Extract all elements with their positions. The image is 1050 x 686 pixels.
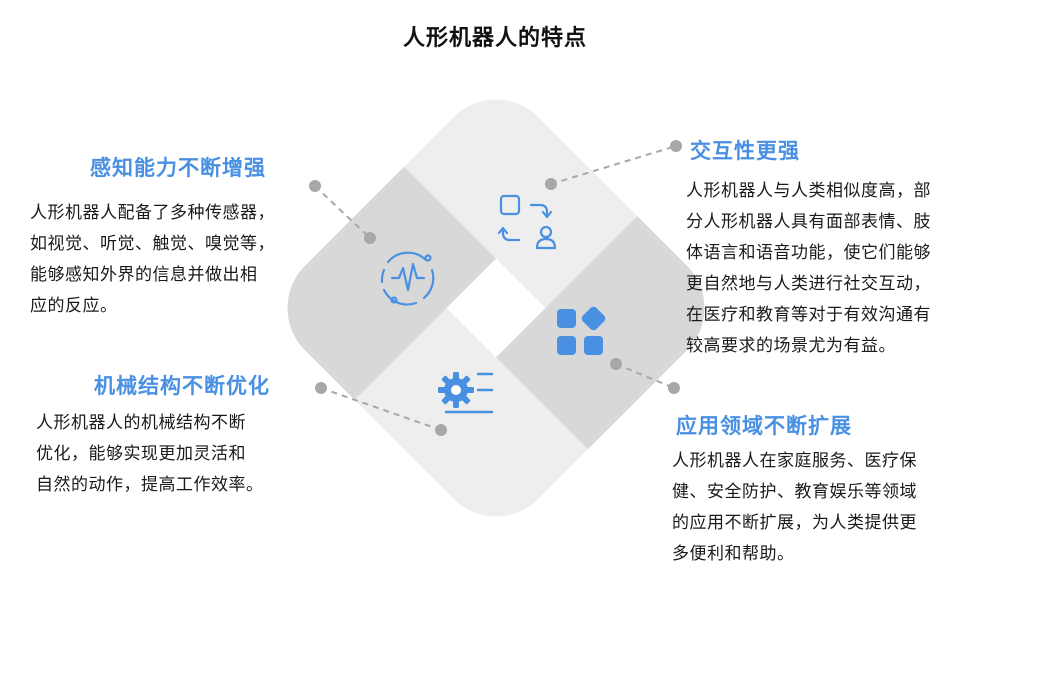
description-line: 的应用不断扩展，为人类提供更: [672, 513, 917, 533]
connector-dot: [670, 140, 682, 152]
connector-lines: [314, 145, 677, 431]
heading-application: 应用领域不断扩展: [676, 414, 852, 438]
description-mechanics: 人形机器人的机械结构不断 优化，能够实现更加灵活和 自然的动作，提高工作效率。: [36, 408, 264, 501]
description-line: 分人形机器人具有面部表情、肢: [686, 212, 931, 232]
tile-mechanics: [354, 308, 588, 542]
heading-mechanics: 机械结构不断优化: [94, 374, 270, 398]
description-line: 如视觉、听觉、触觉、嗅觉等，: [30, 234, 275, 254]
description-line: 在医疗和教育等对于有效沟通有: [686, 305, 931, 325]
interaction-cycle-icon: [497, 194, 557, 250]
description-line: 应的反应。: [30, 296, 118, 316]
connector-dot: [668, 382, 680, 394]
connector-dot: [545, 178, 557, 190]
heading-perception: 感知能力不断增强: [90, 156, 266, 180]
heading-interaction: 交互性更强: [690, 139, 800, 163]
gear-settings-icon: [438, 372, 494, 414]
apps-grid-icon: [557, 306, 606, 355]
connector-dot: [315, 382, 327, 394]
description-perception: 人形机器人配备了多种传感器， 如视觉、听觉、触觉、嗅觉等， 能够感知外界的信息并…: [30, 198, 275, 322]
connector-dots: [309, 140, 682, 436]
connector-dot: [309, 180, 321, 192]
description-line: 人形机器人配备了多种传感器，: [30, 203, 275, 223]
description-line: 健、安全防护、教育娱乐等领域: [672, 482, 917, 502]
connector-dot: [610, 358, 622, 370]
page-title: 人形机器人的特点: [402, 26, 587, 51]
description-line: 较高要求的场景尤为有益。: [686, 336, 896, 356]
connector-dot: [435, 424, 447, 436]
tile-application: [496, 216, 730, 450]
description-line: 多便利和帮助。: [672, 544, 795, 564]
diamond-tiles: [262, 74, 730, 542]
waveform-sensor-icon: [380, 251, 435, 306]
description-line: 优化，能够实现更加灵活和: [36, 444, 246, 464]
connector-dot: [364, 232, 376, 244]
description-line: 更自然地与人类进行社交互动，: [686, 274, 931, 294]
description-interaction: 人形机器人与人类相似度高，部 分人形机器人具有面部表情、肢 体语言和语音功能，使…: [686, 176, 931, 362]
description-application: 人形机器人在家庭服务、医疗保 健、安全防护、教育娱乐等领域 的应用不断扩展，为人…: [672, 446, 917, 570]
description-line: 人形机器人与人类相似度高，部: [686, 181, 931, 201]
connector-perception: [314, 185, 371, 239]
tile-perception: [262, 166, 496, 400]
description-line: 能够感知外界的信息并做出相: [30, 265, 258, 285]
description-line: 人形机器人在家庭服务、医疗保: [672, 451, 917, 471]
description-line: 自然的动作，提高工作效率。: [36, 475, 264, 495]
tile-interaction: [404, 74, 638, 308]
description-line: 体语言和语音功能，使它们能够: [686, 243, 931, 263]
description-line: 人形机器人的机械结构不断: [36, 413, 246, 433]
